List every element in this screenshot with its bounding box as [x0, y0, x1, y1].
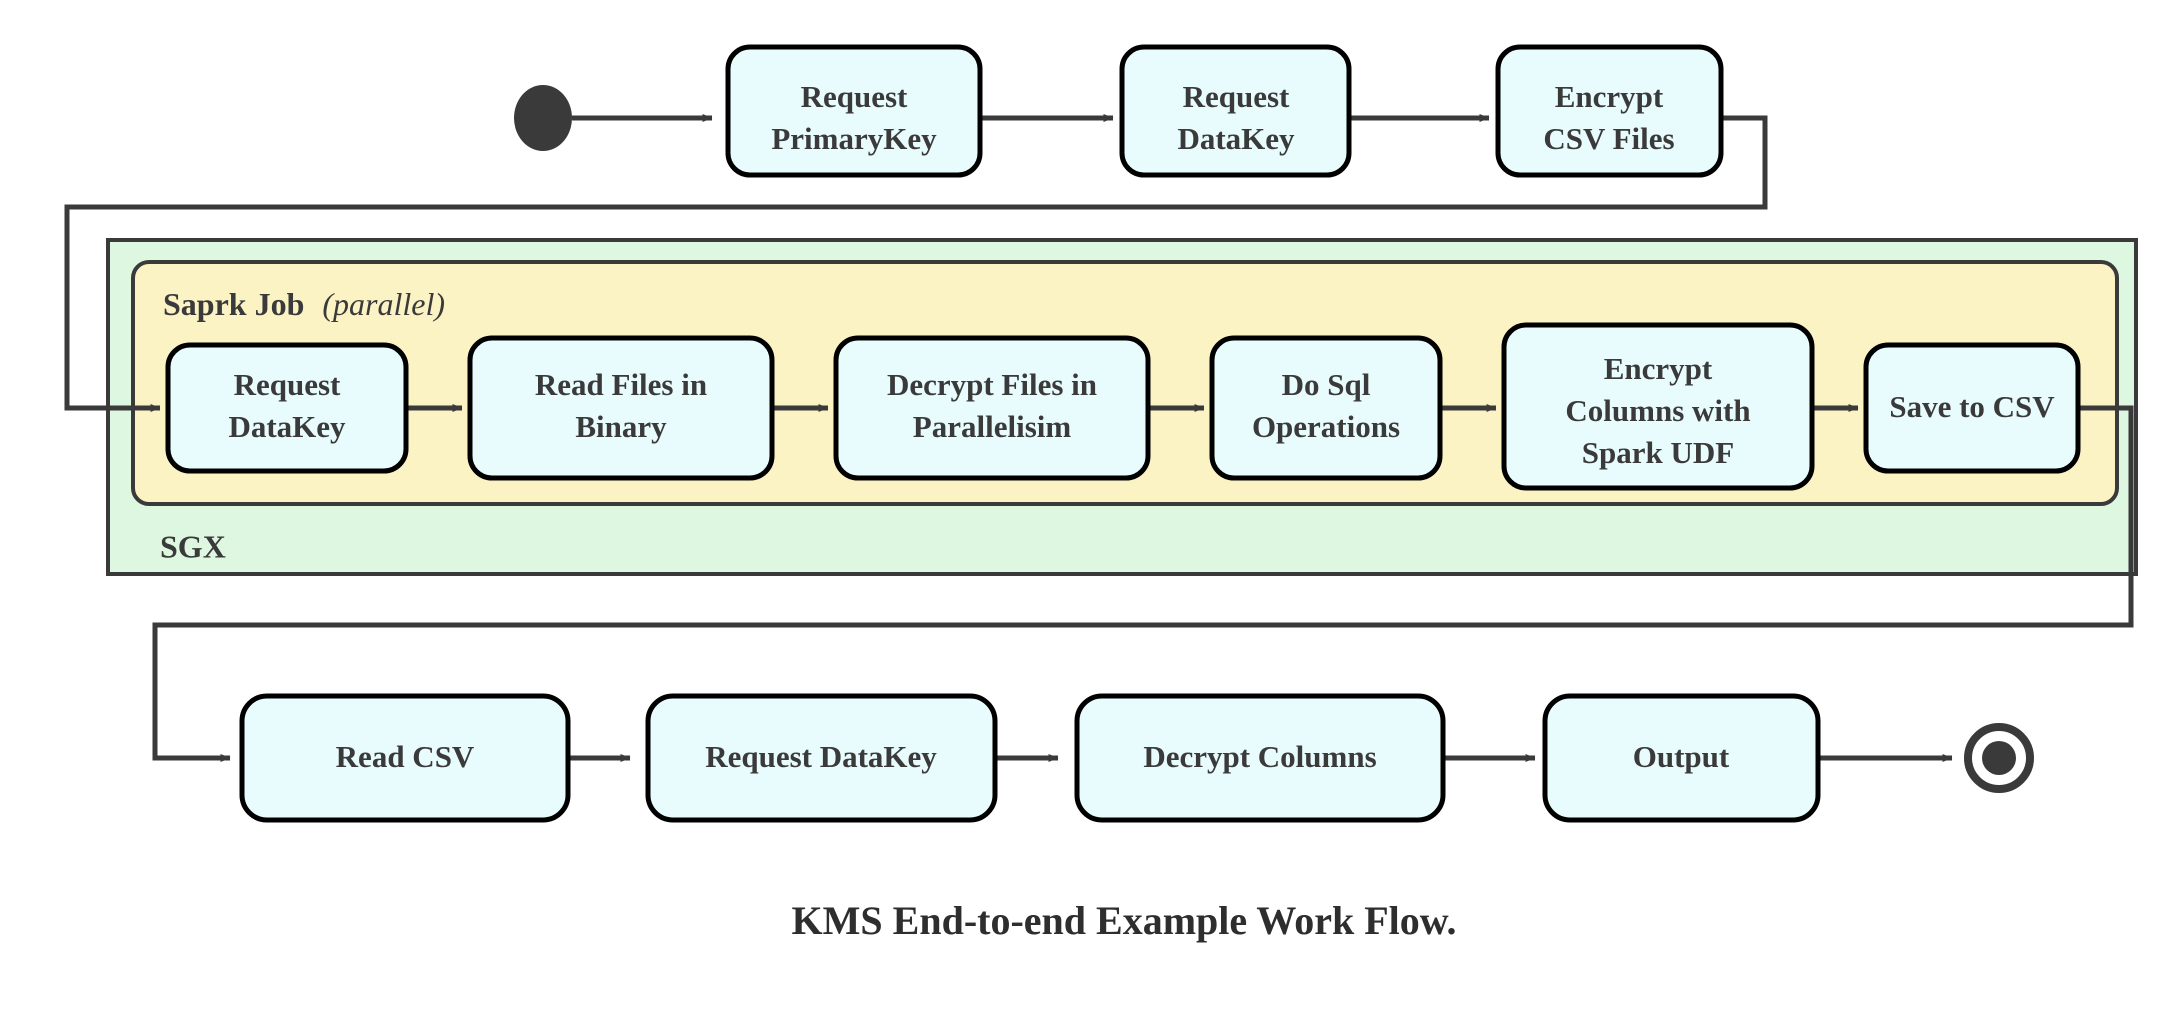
node-encrypt-csv-files-line-1: CSV Files: [1543, 121, 1674, 156]
node-decrypt-columns-box[interactable]: [1074, 693, 1446, 823]
connectors: [64, 114, 2134, 762]
node-encrypt-columns-with-spark-udf-line-1: Columns with: [1565, 393, 1750, 428]
node-read-files-in-binary-line-1: Binary: [575, 409, 667, 444]
node-request-datakey-top[interactable]: Request DataKey: [1119, 44, 1352, 178]
node-read-files-in-binary-line-0: Read Files in: [535, 367, 707, 402]
spark-job-label: Saprk Job(parallel): [163, 286, 445, 322]
node-encrypt-columns-with-spark-udf[interactable]: Encrypt Columns with Spark UDF: [1501, 322, 1815, 491]
node-request-datakey-spark-line-1: DataKey: [228, 409, 346, 444]
node-request-datakey-top-line-1: DataKey: [1177, 121, 1295, 156]
node-request-datakey-bottom-line-0: Request DataKey: [705, 739, 937, 774]
node-output[interactable]: Output: [1542, 693, 1821, 823]
node-request-datakey-top-line-0: Request: [1183, 79, 1290, 114]
sgx-label: SGX: [160, 528, 226, 564]
node-request-datakey-spark-box[interactable]: [165, 342, 409, 474]
node-encrypt-columns-with-spark-udf-line-0: Encrypt: [1604, 351, 1713, 386]
node-request-datakey-bottom-box[interactable]: [645, 693, 998, 823]
node-request-datakey-spark-line-0: Request: [234, 367, 341, 402]
node-encrypt-csv-files[interactable]: Encrypt CSV Files: [1495, 44, 1724, 178]
node-encrypt-columns-with-spark-udf-box[interactable]: [1501, 322, 1815, 491]
node-decrypt-files-in-parallelisim-box[interactable]: [833, 335, 1151, 481]
node-request-primarykey-box[interactable]: [725, 44, 983, 178]
node-save-to-csv-box[interactable]: [1863, 342, 2081, 474]
start-node: [514, 85, 572, 151]
end-node: [1964, 723, 2034, 793]
node-do-sql-operations-line-1: Operations: [1252, 409, 1400, 444]
node-read-csv-line-0: Read CSV: [336, 739, 475, 774]
node-request-primarykey[interactable]: Request PrimaryKey: [725, 44, 983, 178]
node-decrypt-columns-line-0: Decrypt Columns: [1143, 739, 1376, 774]
node-read-csv-box[interactable]: [239, 693, 571, 823]
end-node-dot: [1982, 741, 2016, 775]
edge-encrypt-csv-to-spark-datakey: [64, 115, 1768, 412]
node-decrypt-files-in-parallelisim-line-0: Decrypt Files in: [887, 367, 1097, 402]
node-read-files-in-binary-box[interactable]: [467, 335, 775, 481]
node-encrypt-csv-files-box[interactable]: [1495, 44, 1724, 178]
node-encrypt-columns-with-spark-udf-line-2: Spark UDF: [1582, 435, 1734, 470]
node-request-primarykey-line-1: PrimaryKey: [771, 121, 937, 156]
node-decrypt-columns[interactable]: Decrypt Columns: [1074, 693, 1446, 823]
node-request-primarykey-line-0: Request: [801, 79, 908, 114]
node-do-sql-operations[interactable]: Do Sql Operations: [1209, 335, 1443, 481]
diagram-caption: KMS End-to-end Example Work Flow.: [792, 898, 1457, 943]
node-request-datakey-bottom[interactable]: Request DataKey: [645, 693, 998, 823]
edge-save-csv-to-read-csv: [152, 405, 2134, 762]
node-request-datakey-top-box[interactable]: [1119, 44, 1352, 178]
node-decrypt-files-in-parallelisim[interactable]: Decrypt Files in Parallelisim: [833, 335, 1151, 481]
node-output-box[interactable]: [1542, 693, 1821, 823]
node-save-to-csv[interactable]: Save to CSV: [1863, 342, 2081, 474]
end-node-ring: [1964, 723, 2034, 793]
node-decrypt-files-in-parallelisim-line-1: Parallelisim: [913, 409, 1072, 444]
node-read-files-in-binary[interactable]: Read Files in Binary: [467, 335, 775, 481]
node-do-sql-operations-box[interactable]: [1209, 335, 1443, 481]
node-output-line-0: Output: [1633, 739, 1730, 774]
node-encrypt-csv-files-line-0: Encrypt: [1555, 79, 1664, 114]
node-do-sql-operations-line-0: Do Sql: [1282, 367, 1371, 402]
node-read-csv[interactable]: Read CSV: [239, 693, 571, 823]
node-request-datakey-spark[interactable]: Request DataKey: [165, 342, 409, 474]
spark-job-qualifier: (parallel): [322, 286, 445, 322]
node-save-to-csv-line-0: Save to CSV: [1889, 389, 2055, 424]
